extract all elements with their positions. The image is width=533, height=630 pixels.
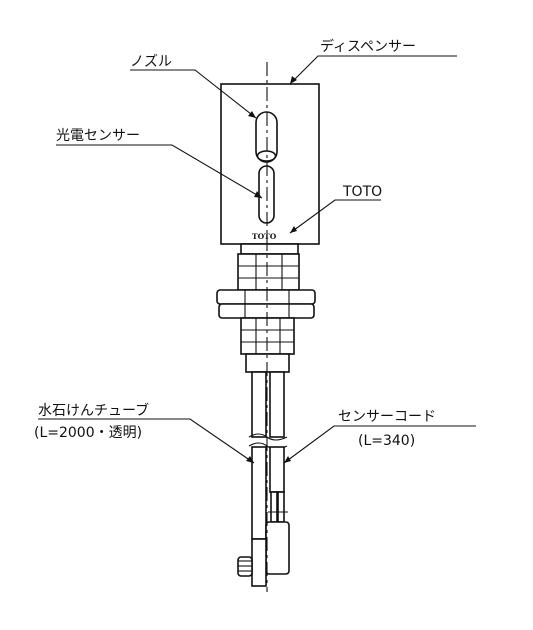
mounting-assembly (216, 243, 316, 373)
dispenser-head: TOTO (220, 83, 320, 245)
nozzle-label: ノズル (130, 54, 172, 70)
soap-tube-label: 水石けんチューブ (38, 402, 149, 419)
brand-mark: TOTO (252, 232, 277, 241)
soap-tube-spec-label: (L=2000・透明) (34, 425, 142, 441)
dispenser-label: ディスペンサー (320, 38, 416, 55)
sensor-cord-label: センサーコード (338, 409, 436, 425)
tube-bundle (237, 371, 290, 587)
photo-sensor-label: 光電センサー (56, 128, 140, 144)
brand-callout-label: TOTO (342, 184, 382, 200)
sensor-cord-spec-label: (L=340) (358, 433, 415, 449)
leader-lines (38, 55, 476, 464)
